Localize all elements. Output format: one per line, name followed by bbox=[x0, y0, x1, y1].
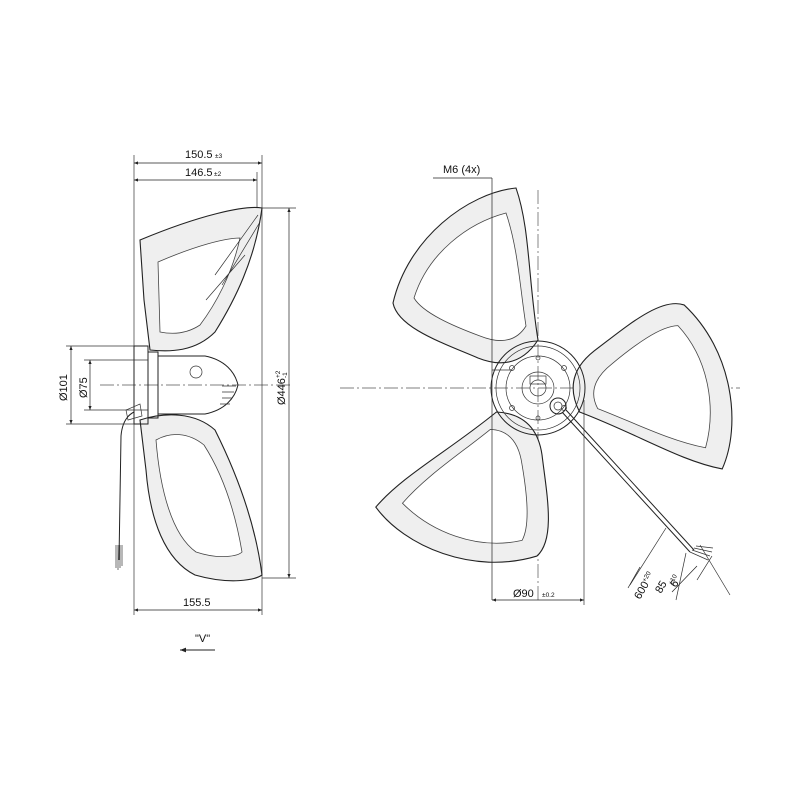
blade-2 bbox=[559, 274, 785, 489]
dim-thread: M6 (4x) bbox=[443, 164, 480, 176]
dim-bolt-circle: Ø90 bbox=[513, 588, 534, 600]
hub-center bbox=[521, 371, 555, 405]
dim-bottom-length: 155.5 bbox=[183, 597, 211, 609]
blade-1 bbox=[392, 187, 539, 364]
view-label: "V" bbox=[195, 633, 210, 645]
dim-overall-length: 150.5 bbox=[185, 149, 213, 161]
dim-hub-inner: Ø75 bbox=[78, 377, 90, 398]
dim-cable-length: 600 bbox=[632, 580, 652, 602]
side-view: 150.5 ±3 146.5 ±2 Ø446 +2 -1 Ø101 Ø75 1 bbox=[58, 149, 296, 653]
dim-outer-diameter-tol-upper: +2 bbox=[275, 370, 282, 378]
motor-body bbox=[157, 355, 239, 415]
dim-outer-diameter: Ø446 bbox=[276, 378, 288, 405]
dim-bolt-circle-tol: ±0.2 bbox=[542, 592, 555, 599]
dim-overall-length-tol: ±3 bbox=[215, 153, 223, 160]
dim-hub-outer: Ø101 bbox=[58, 374, 70, 401]
cable-gland bbox=[549, 397, 567, 415]
hub-outer-circle bbox=[490, 340, 586, 436]
dim-sheath-tol: ±10 bbox=[668, 573, 680, 586]
dim-blade-length-tol: ±2 bbox=[214, 171, 222, 178]
side-cable bbox=[118, 411, 135, 561]
dim-outer-diameter-tol-lower: -1 bbox=[282, 372, 289, 378]
fan-blades bbox=[364, 187, 785, 615]
dim-cable-length-tol: +20 bbox=[641, 570, 653, 583]
front-view: M6 (4x) Ø90 ±0.2 6 85 ±10 600 +20 bbox=[340, 164, 785, 615]
dim-blade-length: 146.5 bbox=[185, 167, 213, 179]
dim-sheath: 85 bbox=[653, 579, 670, 596]
dim-strip: 6 bbox=[668, 578, 681, 589]
front-cable bbox=[561, 411, 691, 553]
blade-3 bbox=[364, 400, 590, 615]
